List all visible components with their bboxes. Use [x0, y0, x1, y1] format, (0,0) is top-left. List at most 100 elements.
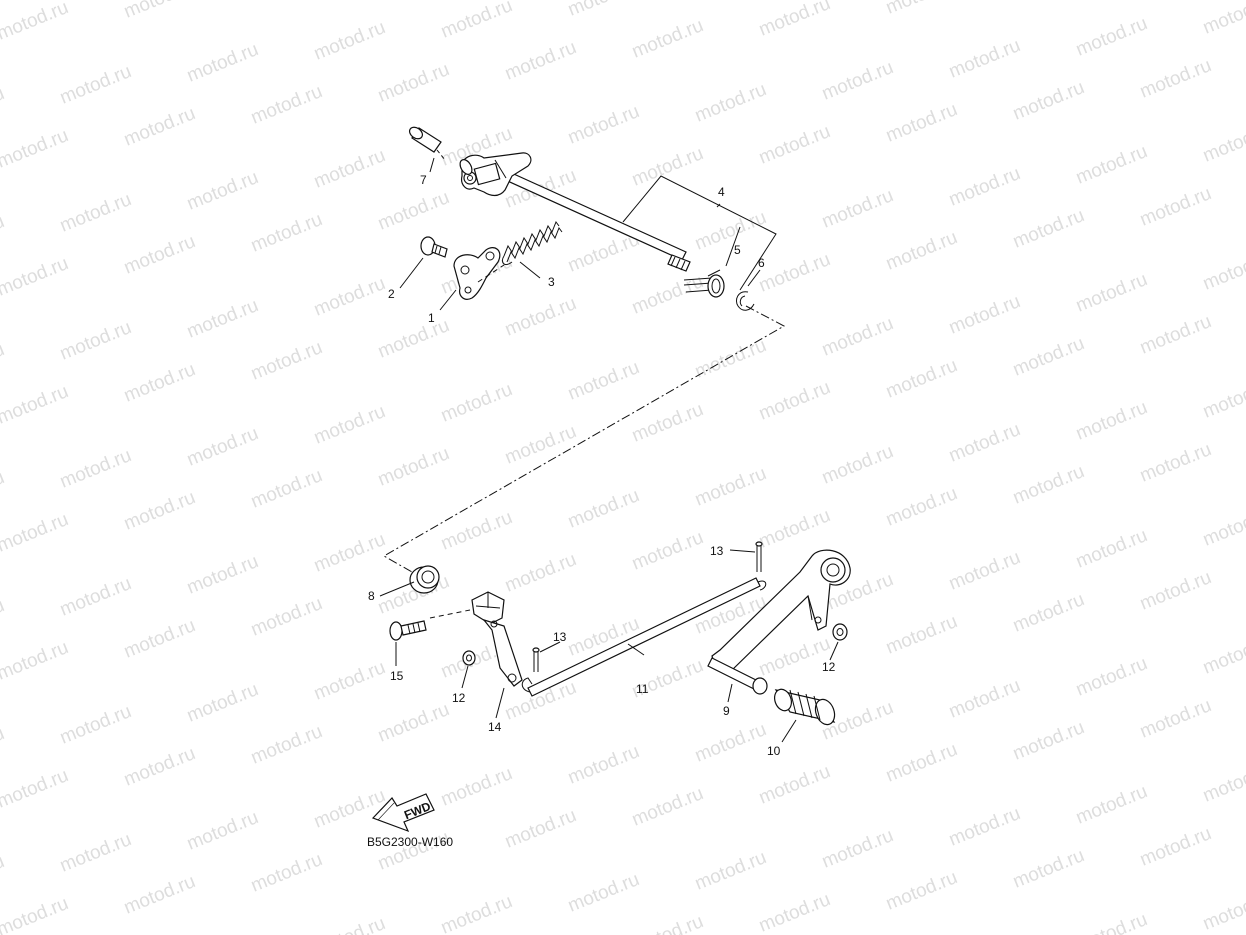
watermark-text: motod.ru: [629, 399, 706, 447]
watermark-text: motod.ru: [0, 253, 71, 301]
watermark-text: motod.ru: [565, 485, 642, 533]
diagram-code: B5G2300-W160: [367, 835, 453, 849]
callout-14: 14: [488, 720, 502, 734]
watermark-text: motod.ru: [883, 739, 960, 787]
part-1-plate: [453, 247, 501, 300]
watermark-text: motod.ru: [502, 549, 579, 597]
watermark-text: motod.ru: [0, 381, 71, 429]
watermark-text: motod.ru: [0, 595, 7, 643]
watermark-text: motod.ru: [692, 463, 769, 511]
watermark-text: motod.ru: [375, 443, 452, 491]
watermark-text: motod.ru: [883, 867, 960, 915]
watermark-text: motod.ru: [438, 379, 515, 427]
watermark-text: motod.ru: [311, 657, 388, 705]
watermark-text: motod.ru: [756, 121, 833, 169]
watermark-text: motod.ru: [311, 145, 388, 193]
part-11-shift-rod: [521, 577, 767, 697]
watermark-text: motod.ru: [0, 509, 71, 557]
watermark-text: motod.ru: [57, 445, 134, 493]
watermark-text: motod.ru: [0, 0, 71, 45]
watermark-text: motod.ru: [184, 167, 261, 215]
watermark-text: motod.ru: [946, 35, 1023, 83]
watermark-text: motod.ru: [883, 355, 960, 403]
watermark-text: motod.ru: [1073, 13, 1150, 61]
part-12-washer-right: [829, 623, 848, 661]
watermark-text: motod.ru: [692, 79, 769, 127]
watermark-text: motod.ru: [629, 911, 706, 935]
watermark-text: motod.ru: [1073, 397, 1150, 445]
watermark-text: motod.ru: [1010, 205, 1087, 253]
callout-13-lower: 13: [553, 630, 567, 644]
watermark-text: motod.ru: [1137, 183, 1214, 231]
watermark-text: motod.ru: [248, 0, 325, 1]
watermark-text: motod.ru: [248, 465, 325, 513]
callout-7: 7: [420, 173, 427, 187]
watermark-text: motod.ru: [883, 0, 960, 19]
watermark-text: motod.ru: [248, 593, 325, 641]
watermark-text: motod.ru: [565, 101, 642, 149]
shift-pedal: [707, 549, 851, 695]
watermark-text: motod.ru: [946, 675, 1023, 723]
watermark-text: motod.ru: [1073, 909, 1150, 935]
watermark-text: motod.ru: [1137, 311, 1214, 359]
watermark-text: motod.ru: [248, 209, 325, 257]
watermark-text: motod.ru: [756, 377, 833, 425]
watermark-text: motod.ru: [692, 207, 769, 255]
watermark-text: motod.ru: [0, 723, 7, 771]
watermark-text: motod.ru: [0, 765, 71, 813]
watermark-text: motod.ru: [629, 271, 706, 319]
callout-15: 15: [390, 669, 404, 683]
part-13-pin-lower: [532, 641, 561, 672]
watermark-text: motod.ru: [1200, 0, 1246, 39]
callout-labels: 7 4 5 6 3 2 1 13 8 13 11 12 15 12 9 14 1…: [368, 173, 836, 758]
watermark-text: motod.ru: [438, 891, 515, 935]
watermark-text: motod.ru: [946, 291, 1023, 339]
watermark-text: motod.ru: [1010, 717, 1087, 765]
watermark-text: motod.ru: [0, 637, 71, 685]
shift-pedal-assembly: [379, 541, 851, 743]
watermark-text: motod.ru: [1073, 525, 1150, 573]
watermark-text: motod.ru: [121, 743, 198, 791]
watermark-text: motod.ru: [502, 293, 579, 341]
watermark-text: motod.ru: [0, 467, 7, 515]
watermark-text: motod.ru: [184, 679, 261, 727]
watermark-text: motod.ru: [438, 763, 515, 811]
callout-10: 10: [767, 744, 781, 758]
watermark-text: motod.ru: [57, 61, 134, 109]
callout-13-upper: 13: [710, 544, 724, 558]
callout-4: 4: [718, 185, 725, 199]
part-14-shift-arm: [471, 591, 523, 687]
watermark-text: motod.ru: [756, 761, 833, 809]
watermark-text: motod.ru: [629, 527, 706, 575]
watermark-text: motod.ru: [184, 39, 261, 87]
watermark-text: motod.ru: [1010, 333, 1087, 381]
watermark-text: motod.ru: [121, 103, 198, 151]
watermark-text: motod.ru: [1073, 653, 1150, 701]
watermark-text: motod.ru: [819, 441, 896, 489]
watermark-text: motod.ru: [819, 185, 896, 233]
part-2-bolt: [420, 236, 448, 258]
watermark-text: motod.ru: [629, 15, 706, 63]
callout-11: 11: [636, 682, 649, 696]
watermark-text: motod.ru: [184, 807, 261, 855]
watermark-text: motod.ru: [248, 721, 325, 769]
watermark-text: motod.ru: [1137, 823, 1214, 871]
part-15-bolt: [389, 620, 427, 641]
watermark-text: motod.ru: [502, 37, 579, 85]
watermark-text: motod.ru: [1137, 695, 1214, 743]
watermark-text: motod.ru: [756, 889, 833, 935]
watermark-text: motod.ru: [946, 163, 1023, 211]
watermark-text: motod.ru: [184, 551, 261, 599]
watermark-text: motod.ru: [565, 741, 642, 789]
watermark-text: motod.ru: [57, 701, 134, 749]
watermark-text: motod.ru: [819, 825, 896, 873]
callout-3: 3: [548, 275, 555, 289]
watermark-text: motod.ru: [121, 0, 198, 23]
watermark-text: motod.ru: [1010, 77, 1087, 125]
watermark-text: motod.ru: [692, 719, 769, 767]
watermark-text: motod.ru: [311, 529, 388, 577]
watermark-text: motod.ru: [946, 803, 1023, 851]
watermark-text: motod.ru: [692, 847, 769, 895]
callout-2: 2: [388, 287, 395, 301]
watermark-text: motod.ru: [311, 17, 388, 65]
